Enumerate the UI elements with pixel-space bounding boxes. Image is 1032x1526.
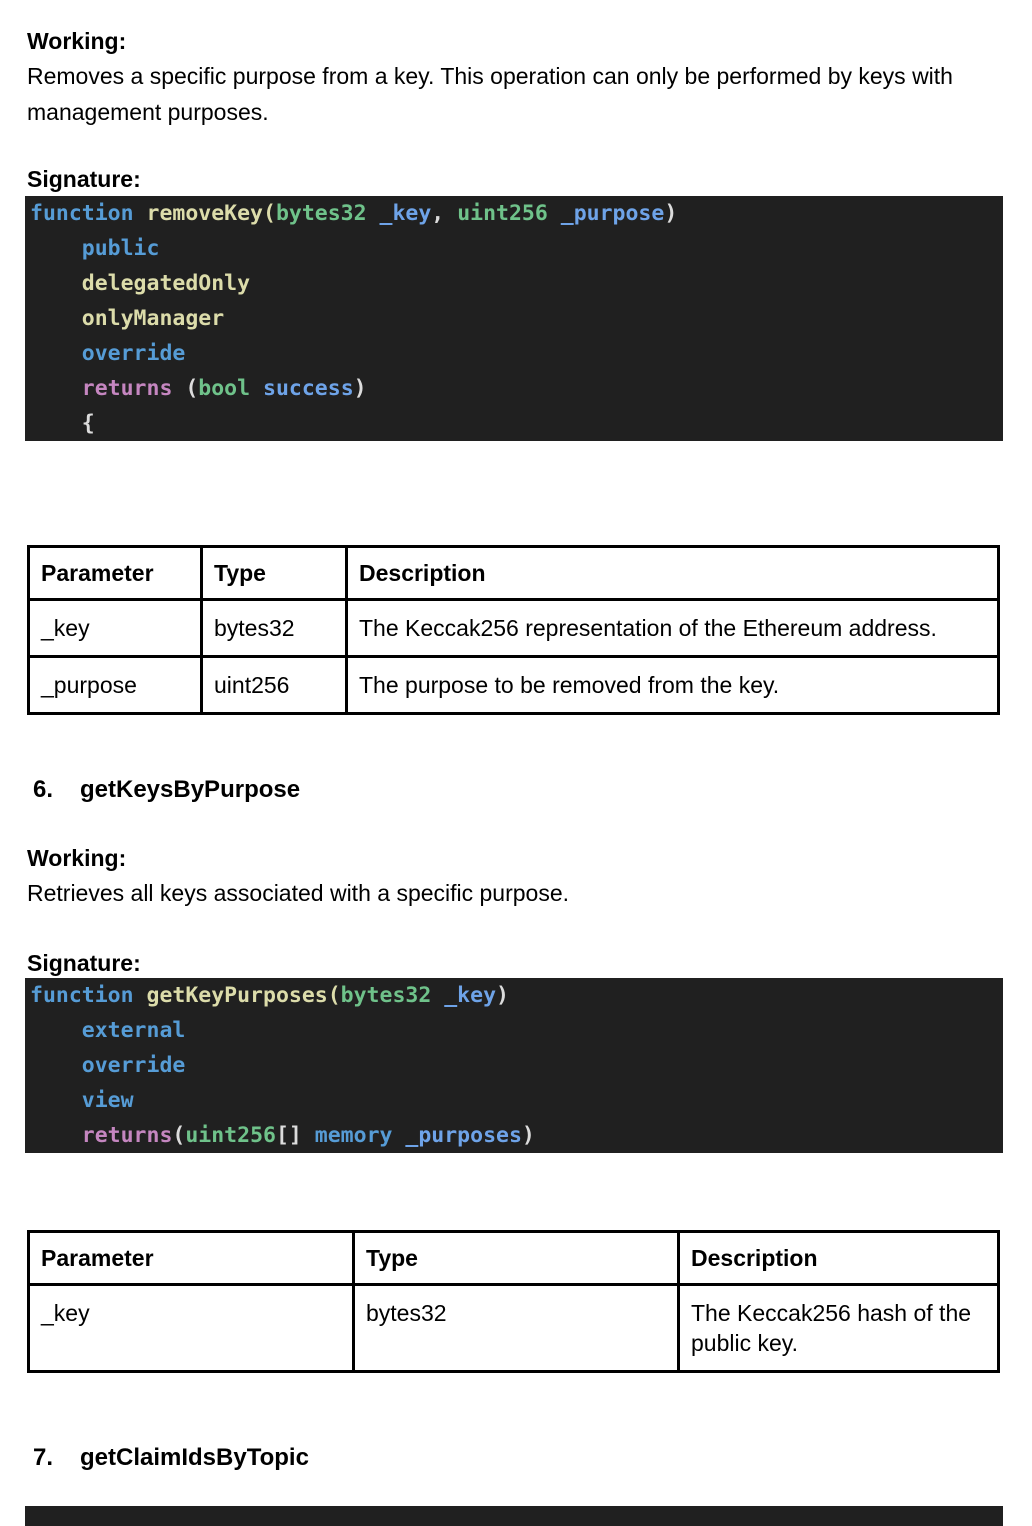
section-heading-getKeysByPurpose: 6. getKeysByPurpose [33,776,300,804]
section-number: 6. [33,776,54,803]
working-text: Removes a specific purpose from a key. T… [27,63,953,125]
table-cell: bytes32 [352,1283,680,1373]
working-heading: Working: [27,28,127,54]
table-cell: _key [27,1283,355,1373]
code-line: view [81,1088,134,1113]
signature-heading: Signature: [27,950,141,976]
table-cell: The Keccak256 hash of the public key. [677,1283,1000,1373]
table-header: Parameter [27,545,203,601]
section-title: getClaimIdsByTopic [80,1444,309,1471]
section-heading-getClaimIdsByTopic: 7. getClaimIdsByTopic [33,1444,309,1472]
table-header: Parameter [27,1230,355,1286]
table-header: Type [200,545,348,601]
table-header: Type [352,1230,680,1286]
code-line: override [81,1053,186,1078]
table-cell: bytes32 [200,598,348,658]
code-line: public [81,236,160,261]
section-title: getKeysByPurpose [80,776,301,803]
code-line: delegatedOnly [81,271,251,296]
working-heading: Working: [27,845,127,871]
signature-code-block: function removeKey(bytes32 _key, uint256… [25,196,1003,441]
code-line: returns(uint256[] memory _purposes) [81,1123,535,1148]
signature-heading: Signature: [27,166,141,192]
section-number: 7. [33,1444,54,1471]
table-header: Description [345,545,1000,601]
table-cell: _purpose [27,655,203,715]
code-line: onlyManager [81,306,225,331]
code-line: external [81,1018,186,1043]
code-line: { [81,411,95,436]
code-line: function removeKey(bytes32 _key, uint256… [30,201,678,226]
table-cell: _key [27,598,203,658]
code-line: override [81,341,186,366]
working-text: Retrieves all keys associated with a spe… [27,880,570,906]
code-line: returns (bool success) [81,376,367,401]
table-cell: The purpose to be removed from the key. [345,655,1000,715]
code-line: function getKeyPurposes(bytes32 _key) [30,983,509,1008]
table-cell: The Keccak256 representation of the Ethe… [345,598,1000,658]
table-cell: uint256 [200,655,348,715]
signature-code-block: function getKeyPurposes(bytes32 _key) ex… [25,978,1003,1153]
table-header: Description [677,1230,1000,1286]
truncated-code-block [25,1506,1003,1526]
